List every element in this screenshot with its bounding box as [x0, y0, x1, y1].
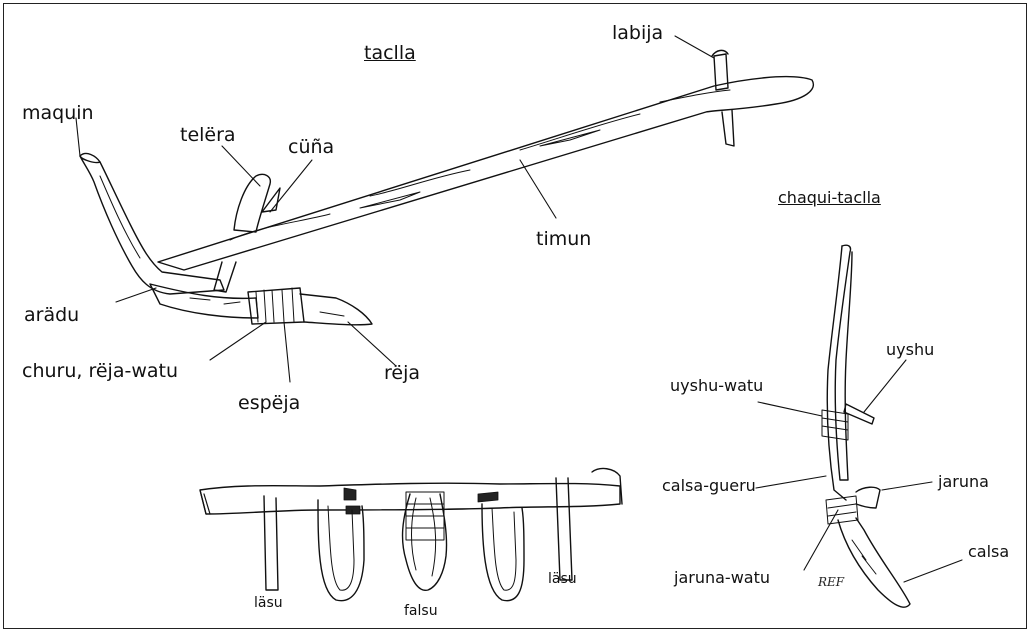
yoke-strap-left	[264, 496, 278, 590]
foot-plough-leaders	[756, 360, 962, 582]
title-chaqui-taclla: chaqui-taclla	[778, 190, 881, 206]
label-uyshu: uyshu	[886, 342, 934, 358]
label-churu: churu, rëja-watu	[22, 362, 178, 381]
label-calsa: calsa	[968, 544, 1009, 560]
label-telera: telëra	[180, 126, 236, 145]
title-taclla: taclla	[364, 44, 416, 63]
beam-timun	[158, 77, 813, 270]
foot-plough-drawing	[822, 245, 910, 607]
label-jaruna-watu: jaruna-watu	[674, 570, 770, 586]
label-lasu-left: läsu	[254, 596, 283, 610]
label-labija: labija	[612, 24, 663, 43]
label-lasu-right: läsu	[548, 572, 577, 586]
label-reja: rëja	[384, 364, 420, 383]
label-cuna: cüña	[288, 138, 334, 157]
label-maquin: maquin	[22, 104, 94, 123]
label-aradu: arädu	[24, 306, 79, 325]
plough-drawing	[80, 50, 813, 324]
label-espeja: espëja	[238, 394, 300, 413]
artist-signature: REF	[818, 575, 844, 589]
label-timun: timun	[536, 230, 591, 249]
rope-falsu	[403, 494, 447, 590]
label-jaruna: jaruna	[938, 474, 989, 490]
calsa-blade	[838, 518, 910, 607]
plough-leaders	[76, 36, 714, 382]
telera-post	[234, 174, 270, 232]
yoke-strap-right	[556, 478, 572, 580]
handle-maquin	[80, 156, 224, 294]
sole-aradu	[150, 284, 258, 318]
label-falsu: falsu	[404, 604, 438, 618]
jaruna-step	[856, 487, 880, 508]
label-uyshu-watu: uyshu-watu	[670, 378, 763, 394]
share-reja	[300, 294, 372, 325]
label-calsa-gueru: calsa-gueru	[662, 478, 756, 494]
